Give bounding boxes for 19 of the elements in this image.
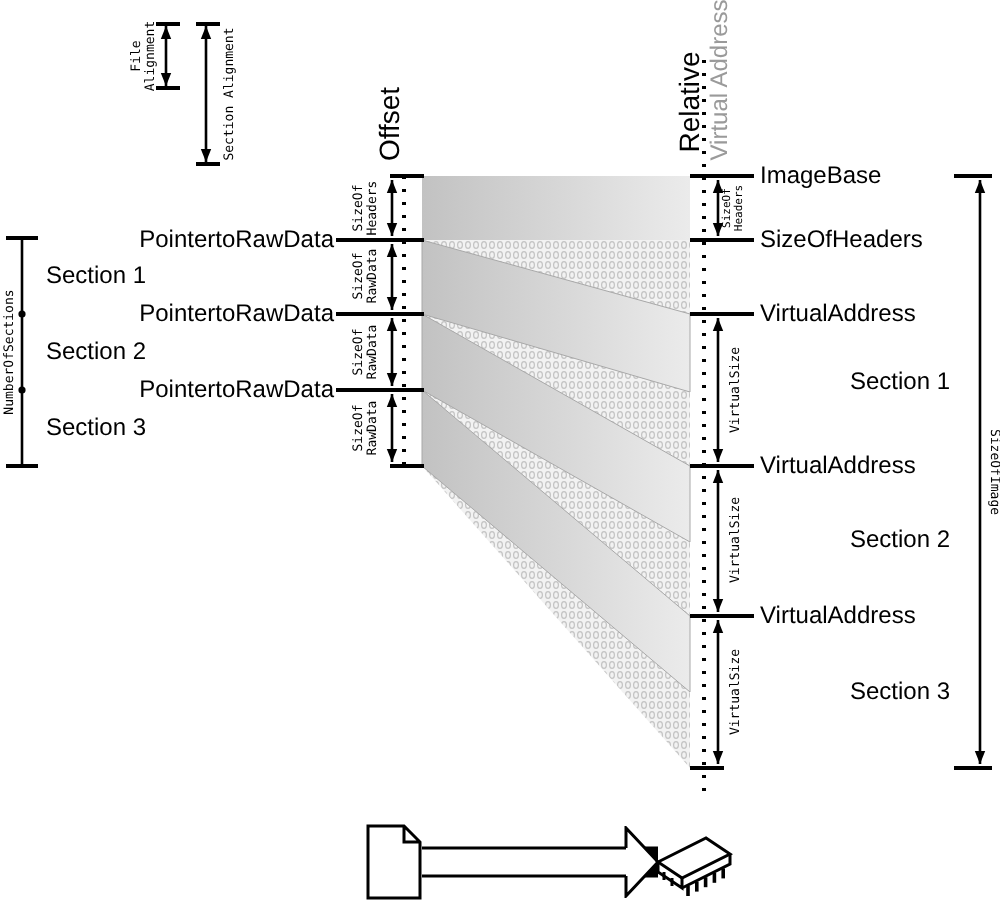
section-label: Section 3 bbox=[46, 415, 147, 441]
column-heading: Offset bbox=[375, 86, 405, 162]
section-label: Section 1 bbox=[850, 369, 951, 395]
section-label: Section 3 bbox=[850, 679, 951, 705]
section-label: Section 1 bbox=[46, 263, 147, 289]
address-label: ImageBase bbox=[760, 163, 882, 189]
chip-icon bbox=[654, 834, 734, 898]
section-label: Section 2 bbox=[46, 339, 147, 365]
field-label: PointertoRawData bbox=[139, 227, 334, 253]
field-label: PointertoRawData bbox=[139, 301, 334, 327]
address-label: VirtualAddress bbox=[760, 603, 916, 629]
address-label: SizeOfHeaders bbox=[760, 227, 923, 253]
column-heading: Relative bbox=[675, 51, 705, 153]
field-label: PointertoRawData bbox=[139, 377, 334, 403]
address-label: VirtualAddress bbox=[760, 301, 916, 327]
document-icon bbox=[366, 824, 422, 900]
section-label: Section 2 bbox=[850, 527, 951, 553]
address-label: VirtualAddress bbox=[760, 453, 916, 479]
column-heading: Virtual Address bbox=[707, 0, 733, 161]
